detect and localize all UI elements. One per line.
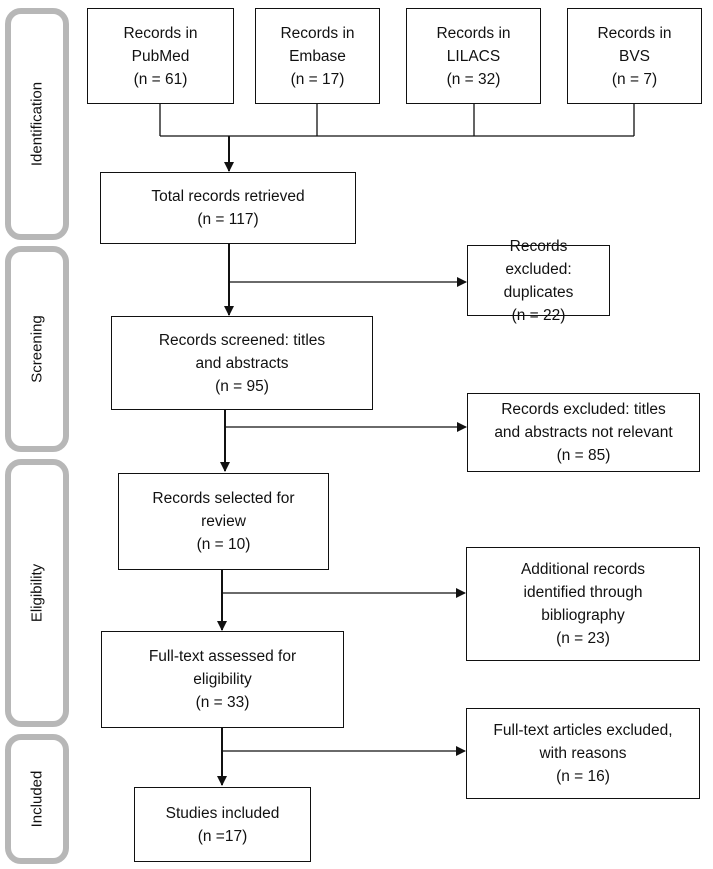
phase-screening: Screening <box>5 246 69 452</box>
excluded-not-relevant-box: Records excluded: titles and abstracts n… <box>467 393 700 472</box>
source-label: Records in <box>123 24 198 42</box>
fulltext-assessed-label: Full-text assessed for <box>148 648 297 665</box>
records-screened-label-2: and abstracts <box>195 354 289 372</box>
fulltext-assessed-count: (n = 33) <box>195 694 250 711</box>
source-box-embase: Records in Embase (n = 17) <box>255 8 380 104</box>
source-label: Records in <box>280 24 355 42</box>
records-selected-box: Records selected for review (n = 10) <box>118 473 329 570</box>
source-count: (n = 61) <box>133 70 188 88</box>
excluded-duplicates-label: Records excluded: <box>505 237 572 278</box>
additional-records-label-3: bibliography <box>541 607 625 624</box>
excluded-duplicates-count: (n = 22) <box>511 306 566 324</box>
additional-records-label-2: identified through <box>523 584 643 601</box>
records-screened-box: Records screened: titles and abstracts (… <box>111 316 373 410</box>
excluded-not-relevant-label-2: and abstracts not relevant <box>494 424 673 441</box>
fulltext-excluded-box: Full-text articles excluded, with reason… <box>466 708 700 799</box>
total-records-count: (n = 117) <box>197 211 259 228</box>
source-box-bvs: Records in BVS (n = 7) <box>567 8 702 104</box>
fulltext-excluded-label: Full-text articles excluded, <box>493 722 673 739</box>
excluded-duplicates-label-2: duplicates <box>503 283 574 301</box>
records-screened-count: (n = 95) <box>215 377 269 395</box>
studies-included-box: Studies included (n =17) <box>134 787 311 862</box>
total-records-box: Total records retrieved (n = 117) <box>100 172 356 244</box>
phase-identification: Identification <box>5 8 69 240</box>
source-box-lilacs: Records in LILACS (n = 32) <box>406 8 541 104</box>
total-records-label: Total records retrieved <box>151 188 305 205</box>
records-selected-label: Records selected for <box>152 490 295 507</box>
studies-included-label: Studies included <box>165 804 280 822</box>
fulltext-excluded-label-2: with reasons <box>539 745 627 762</box>
additional-records-label: Additional records <box>520 561 646 578</box>
additional-records-box: Additional records identified through bi… <box>466 547 700 661</box>
phase-eligibility: Eligibility <box>5 459 69 727</box>
source-label: Records in <box>436 24 511 42</box>
records-selected-count: (n = 10) <box>196 536 251 553</box>
phase-included: Included <box>5 734 69 864</box>
records-screened-label: Records screened: titles <box>158 331 326 349</box>
studies-included-count: (n =17) <box>197 827 248 845</box>
fulltext-assessed-box: Full-text assessed for eligibility (n = … <box>101 631 344 728</box>
excluded-not-relevant-label: Records excluded: titles <box>501 401 666 418</box>
records-selected-label-2: review <box>201 513 246 530</box>
additional-records-count: (n = 23) <box>556 630 610 647</box>
source-name: PubMed <box>131 47 190 65</box>
source-box-pubmed: Records in PubMed (n = 61) <box>87 8 234 104</box>
excluded-duplicates-box: Records excluded: duplicates (n = 22) <box>467 238 610 324</box>
source-count: (n = 32) <box>446 70 501 88</box>
fulltext-assessed-label-2: eligibility <box>193 671 252 688</box>
source-name: Embase <box>289 47 346 65</box>
fulltext-excluded-count: (n = 16) <box>556 768 610 785</box>
source-count: (n = 7) <box>611 70 658 88</box>
excluded-not-relevant-count: (n = 85) <box>556 447 611 464</box>
source-name: BVS <box>618 47 650 65</box>
source-name: LILACS <box>446 47 501 65</box>
source-label: Records in <box>597 24 672 42</box>
source-count: (n = 17) <box>290 70 345 88</box>
